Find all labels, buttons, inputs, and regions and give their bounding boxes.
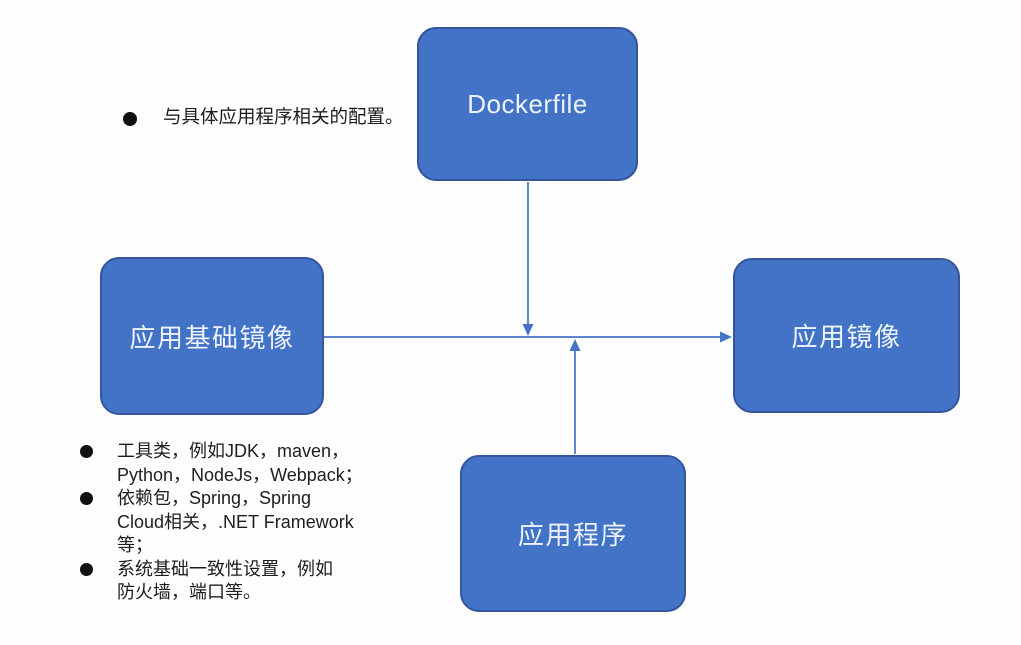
bullet-icon — [80, 445, 93, 458]
note-line: Python，NodeJs，Webpack； — [117, 464, 363, 485]
node-app-program: 应用程序 — [460, 455, 686, 612]
dockerfile-annotation: 与具体应用程序相关的配置。 — [123, 103, 404, 131]
note-line: 等； — [117, 535, 153, 555]
node-dockerfile-label: Dockerfile — [467, 88, 588, 119]
node-app-program-label: 应用程序 — [517, 520, 628, 550]
note-line: 依赖包，Spring，Spring — [117, 488, 312, 508]
dockerfile-annotation-text: 与具体应用程序相关的配置。 — [163, 106, 404, 127]
note-line: 防火墙，端口等。 — [117, 582, 261, 602]
bullet-icon — [80, 562, 93, 576]
node-app-image-label: 应用镜像 — [791, 322, 902, 352]
base-image-annotation-list: 工具类，例如JDK，maven， Python，NodeJs，Webpack； … — [78, 440, 363, 605]
list-item: 依赖包，Spring，Spring Cloud相关，.NET Framework… — [78, 487, 363, 558]
note-line: Cloud相关，.NET Framework — [117, 511, 354, 532]
bullet-icon — [123, 112, 137, 126]
node-app-base-image: 应用基础镜像 — [100, 257, 324, 415]
list-item: 系统基础一致性设置，例如 防火墙，端口等。 — [78, 558, 363, 605]
node-app-image: 应用镜像 — [733, 258, 960, 413]
bullet-icon — [80, 492, 93, 505]
node-app-base-image-label: 应用基础镜像 — [129, 322, 295, 353]
note-line: 系统基础一致性设置，例如 — [117, 558, 333, 579]
note-line: 工具类，例如JDK，maven， — [117, 441, 350, 461]
node-dockerfile: Dockerfile — [417, 27, 638, 181]
list-item: 工具类，例如JDK，maven， Python，NodeJs，Webpack； — [78, 440, 363, 487]
